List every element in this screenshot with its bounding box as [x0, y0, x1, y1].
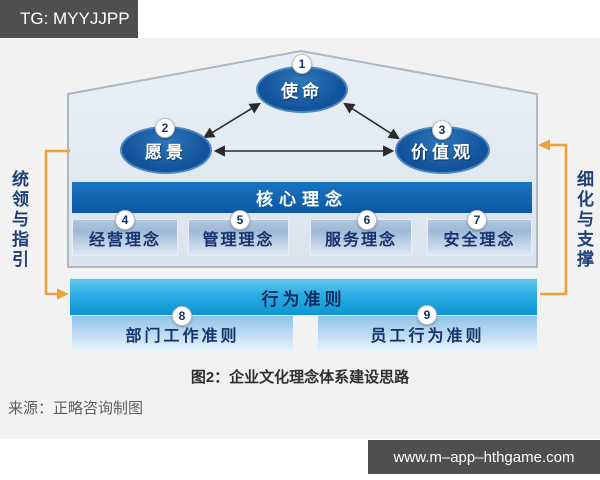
- step-number-7: 7: [467, 210, 487, 230]
- mission-values-arrow: [343, 102, 400, 140]
- step-number-9: 9: [417, 305, 437, 325]
- concept-bar-business: 经营理念: [72, 219, 178, 256]
- right-bracket-arrowhead-icon: [538, 139, 550, 151]
- sub-bar-employee-label: 员工行为准则: [370, 328, 485, 345]
- figure-caption: 图2：企业文化理念体系建设思路: [190, 369, 410, 386]
- sub-bar-department: 部门工作准则: [72, 316, 293, 352]
- concept-bar-service: 服务理念: [310, 219, 412, 256]
- conduct-bar-label: 行为准则: [261, 289, 346, 309]
- mission-label: 使命: [281, 82, 323, 101]
- concept-bar-management-label: 管理理念: [202, 231, 275, 249]
- right-bracket: [540, 143, 568, 296]
- vision-mission-arrow: [203, 102, 261, 139]
- right-side-label: 细化与支撑: [574, 170, 593, 270]
- step-number-2: 2: [155, 118, 175, 138]
- concept-bar-safety: 安全理念: [427, 219, 532, 256]
- left-side-label: 统领与指引: [9, 170, 28, 270]
- top-left-badge-text: TG: MYYJJPP: [20, 9, 130, 28]
- values-ellipse: 价值观: [395, 126, 490, 174]
- house-outline-shape: [67, 49, 538, 268]
- url-text: www.m–app–hthgame.com: [393, 448, 575, 466]
- left-bracket: [44, 149, 70, 296]
- concept-bar-business-label: 经营理念: [88, 231, 161, 249]
- concept-bar-service-label: 服务理念: [324, 231, 397, 249]
- concept-bar-safety-label: 安全理念: [443, 231, 516, 249]
- step-number-6: 6: [357, 210, 377, 230]
- figure-source: 来源：正略咨询制图: [8, 400, 144, 417]
- core-concept-bar: 核心理念: [72, 182, 532, 213]
- top-left-watermark-badge: TG: MYYJJPP: [0, 0, 138, 38]
- conduct-bar: 行为准则: [70, 278, 537, 315]
- sub-bar-department-label: 部门工作准则: [125, 328, 240, 345]
- step-number-4: 4: [115, 210, 135, 230]
- step-number-5: 5: [230, 210, 250, 230]
- step-number-3: 3: [432, 120, 452, 140]
- left-bracket-arrowhead-icon: [57, 288, 69, 300]
- step-number-1: 1: [292, 54, 312, 74]
- values-label: 价值观: [411, 142, 474, 162]
- vision-label: 愿景: [145, 142, 187, 162]
- step-number-8: 8: [172, 306, 192, 326]
- bottom-right-url-badge: www.m–app–hthgame.com: [368, 440, 600, 474]
- core-concept-label: 核心理念: [256, 190, 348, 209]
